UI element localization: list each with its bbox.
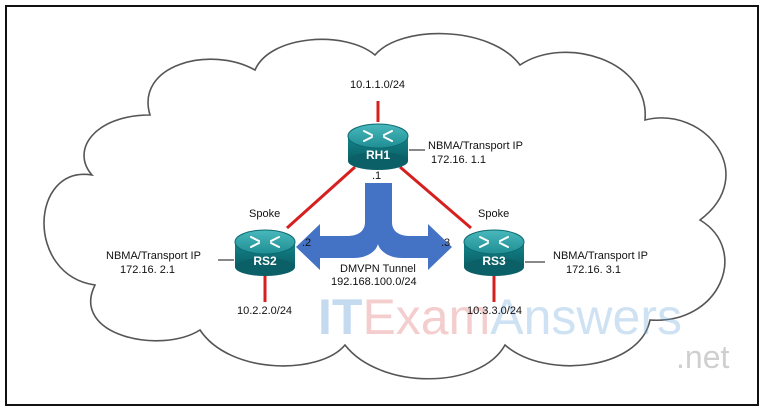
- router-rs3-icon: [463, 229, 525, 276]
- dmvpn-tunnel-arrow: [296, 183, 452, 270]
- tunnel-label: DMVPN Tunnel: [340, 263, 416, 275]
- spoke-left-tunnel-host: .2: [302, 237, 312, 249]
- spoke-left-lan-label: 10.2.2.0/24: [237, 305, 293, 317]
- tunnel-network: 192.168.100.0/24: [331, 276, 417, 288]
- link-rh1-rs2: [285, 165, 357, 230]
- router-arrows-icon: [250, 236, 280, 248]
- router-arrows-icon: [479, 236, 509, 248]
- router-rh1-icon: [347, 123, 409, 170]
- router-rs3-name: RS3: [482, 254, 506, 268]
- watermark-it: IT: [318, 289, 363, 345]
- router-rs2-name: RS2: [253, 254, 277, 268]
- hub-lan-label: 10.1.1.0/24: [350, 79, 406, 91]
- hub-nbma-ip: 172.16. 1.1: [431, 154, 487, 166]
- spoke-right-nbma-ip: 172.16. 3.1: [566, 264, 622, 276]
- label-leaders: [218, 149, 545, 263]
- watermark-net: .net: [676, 339, 730, 375]
- spoke-right-role: Spoke: [478, 208, 510, 220]
- spoke-left-role: Spoke: [249, 208, 281, 220]
- router-rh1-name: RH1: [365, 148, 390, 162]
- red-links: [263, 101, 496, 302]
- hub-nbma-label: NBMA/Transport IP: [428, 140, 523, 152]
- spoke-right-nbma-label: NBMA/Transport IP: [553, 250, 648, 262]
- spoke-left-nbma-ip: 172.16. 2.1: [120, 264, 176, 276]
- hub-tunnel-host: .1: [372, 170, 382, 182]
- watermark-brand: ITExamAnswers: [318, 290, 682, 344]
- spoke-right-tunnel-host: .3: [441, 237, 451, 249]
- watermark-answers: Answers: [490, 289, 682, 345]
- router-rs2-icon: [234, 229, 296, 276]
- spoke-left-nbma-label: NBMA/Transport IP: [106, 250, 201, 262]
- link-rh1-rs3: [399, 165, 472, 230]
- spoke-right-lan-label: 10.3.3.0/24: [467, 305, 523, 317]
- router-arrows-icon: [363, 130, 393, 142]
- watermark-exam: Exam: [362, 289, 491, 345]
